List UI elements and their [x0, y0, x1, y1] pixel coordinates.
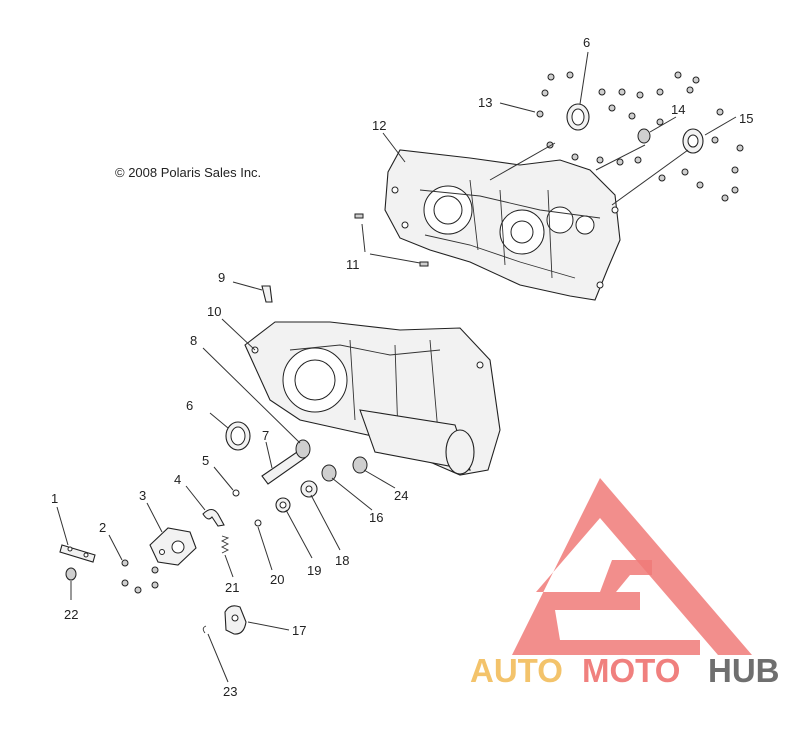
leader-lines — [56, 51, 737, 683]
spring-21 — [220, 535, 230, 554]
watermark-logo — [512, 478, 752, 655]
callout-4: 4 — [174, 472, 181, 487]
callout-14: 14 — [671, 102, 685, 117]
nut-22 — [65, 567, 77, 581]
oil-seal-lower — [225, 421, 251, 451]
callout-18: 18 — [335, 553, 349, 568]
callout-24: 24 — [394, 488, 408, 503]
callout-labels: 6 13 14 15 12 11 9 10 8 6 7 5 4 3 1 2 24… — [51, 35, 753, 699]
callout-10: 10 — [207, 304, 221, 319]
dowel-pins — [354, 213, 429, 267]
drive-shaft — [261, 439, 311, 485]
washer-20 — [254, 519, 262, 527]
clip-23 — [202, 625, 207, 634]
callout-12: 12 — [372, 118, 386, 133]
breather-fitting — [261, 285, 273, 303]
gear-19 — [275, 497, 291, 513]
callout-19: 19 — [307, 563, 321, 578]
callout-22: 22 — [64, 607, 78, 622]
callout-20: 20 — [270, 572, 284, 587]
speed-sensor — [224, 605, 247, 635]
callout-8: 8 — [190, 333, 197, 348]
o-ring-5 — [232, 489, 240, 497]
gear-24 — [352, 456, 368, 474]
callout-6-upper: 6 — [583, 35, 590, 50]
callout-7: 7 — [262, 428, 269, 443]
upper-case-cover — [384, 149, 621, 301]
callout-6-lower: 6 — [186, 398, 193, 413]
watermark-text-moto: MOTO — [582, 652, 680, 689]
callout-15: 15 — [739, 111, 753, 126]
callout-16: 16 — [369, 510, 383, 525]
callout-5: 5 — [202, 453, 209, 468]
callout-11: 11 — [346, 257, 360, 272]
bearing-15 — [682, 128, 704, 154]
callout-9: 9 — [218, 270, 225, 285]
bracket-1 — [59, 544, 96, 563]
watermark-text-hub: HUB — [708, 652, 780, 689]
lower-case-housing — [244, 321, 501, 476]
copyright-text: © 2008 Polaris Sales Inc. — [115, 165, 261, 180]
retaining-clip — [202, 508, 225, 527]
callout-17: 17 — [292, 623, 306, 638]
callout-21: 21 — [225, 580, 239, 595]
gear-18 — [300, 480, 318, 498]
callout-1: 1 — [51, 491, 58, 506]
callout-23: 23 — [223, 684, 237, 699]
callout-13: 13 — [478, 95, 492, 110]
oil-seal-upper — [566, 103, 590, 131]
callout-2: 2 — [99, 520, 106, 535]
callout-3: 3 — [139, 488, 146, 503]
gear-16 — [321, 464, 337, 482]
bolt-group-lower — [121, 559, 159, 594]
bushing-14 — [637, 128, 651, 144]
watermark-text-auto: AUTO — [470, 652, 563, 689]
cover-plate — [149, 527, 197, 566]
